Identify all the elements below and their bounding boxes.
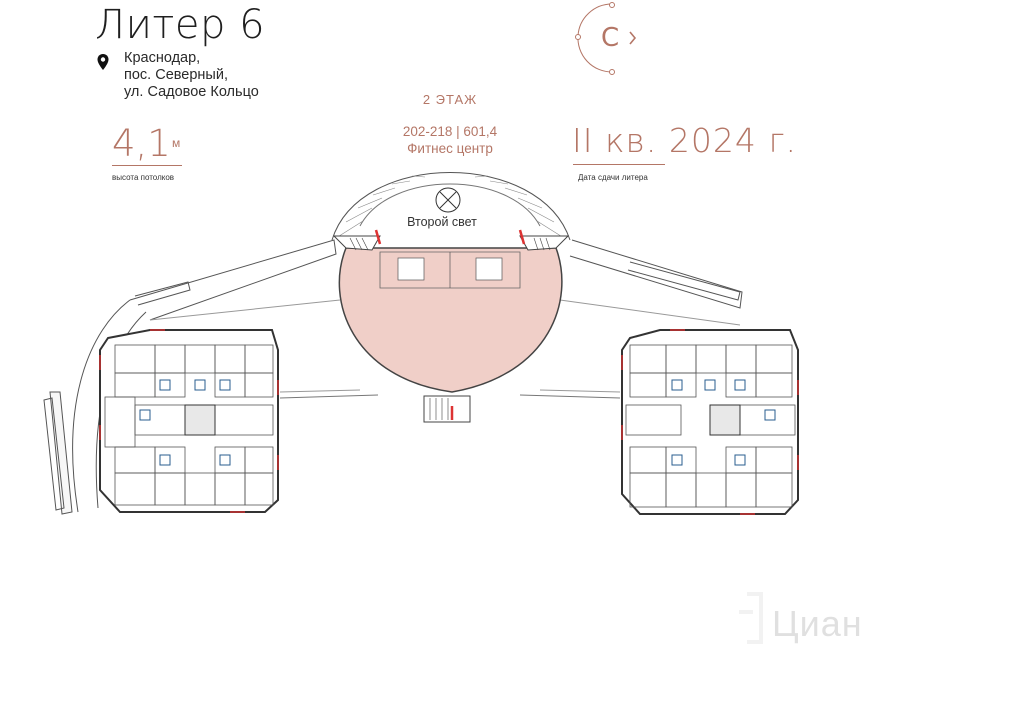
delivery-divider: [573, 164, 665, 165]
second-light-label: Второй свет: [407, 215, 477, 229]
address: Краснодар, пос. Северный, ул. Садовое Ко…: [124, 50, 259, 101]
rotunda: [331, 172, 571, 423]
address-line-street: ул. Садовое Кольцо: [124, 84, 259, 100]
floor-label: 2 ЭТАЖ: [422, 92, 478, 107]
cian-watermark-text: Циан: [772, 603, 863, 644]
svg-text:C: C: [601, 23, 619, 53]
address-line-city: Краснодар,: [124, 50, 201, 66]
c-logo-icon: C: [575, 2, 637, 75]
delivery-date-caption: Дата сдачи литера: [578, 173, 648, 182]
fitness-center-area: [338, 247, 563, 393]
page-title: Литер 6: [95, 2, 266, 48]
ceiling-height-caption: высота потолков: [112, 173, 175, 182]
residential-block-right: [621, 329, 799, 515]
ceiling-height-value: 4,1: [112, 122, 171, 165]
gallery-right: [519, 239, 743, 399]
gallery-left: [129, 239, 379, 399]
ceiling-divider: [112, 165, 182, 166]
map-pin-icon: [97, 54, 109, 70]
address-line-settlement: пос. Северный,: [124, 67, 228, 83]
room-numbers: 202-218 | 601,4: [402, 124, 498, 139]
delivery-date-value: II кв. 2024 г.: [572, 121, 798, 160]
room-name: Фитнес центр: [407, 141, 493, 156]
residential-block-left: [99, 329, 279, 513]
cian-watermark-icon: [739, 592, 763, 644]
ceiling-height-unit: м: [172, 136, 181, 150]
